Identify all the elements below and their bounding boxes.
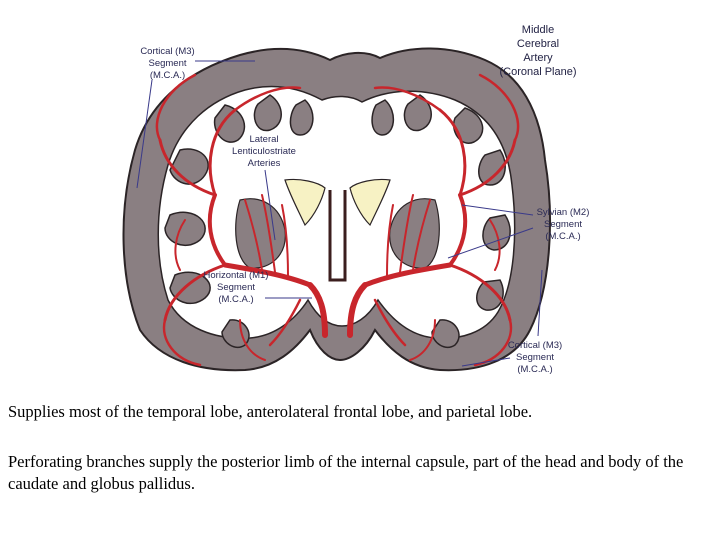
label-cortical-m3-top: Cortical (M3) Segment (M.C.A.) [140,46,195,81]
title-line-3: Artery [523,52,553,64]
midline [328,190,347,282]
white-matter [157,85,516,340]
right-ventricle [349,178,391,227]
label-cortical-m3-bottom: Cortical (M3) Segment (M.C.A.) [507,340,563,375]
caption-perforating: Perforating branches supply the posterio… [8,452,684,493]
left-ventricle [284,178,326,227]
title-line-4: (Coronal Plane) [499,66,577,78]
label-sylvian-m2: Sylvian (M2) Segment (M.C.A.) [536,207,590,242]
title-line-1: Middle [521,24,555,36]
label-horizontal-m1: Horizontal (M1) Segment (M.C.A.) [203,270,269,305]
label-lenticulostriate: Lateral Lenticulostriate Arteries [232,134,296,169]
caption-supply: Supplies most of the temporal lobe, ante… [8,402,533,421]
leader-lines [136,60,543,367]
title-line-2: Cerebral [516,38,560,50]
gyri-folds [164,94,511,349]
diagram-title: Middle Cerebral Artery (Coronal Plane) [492,23,584,79]
